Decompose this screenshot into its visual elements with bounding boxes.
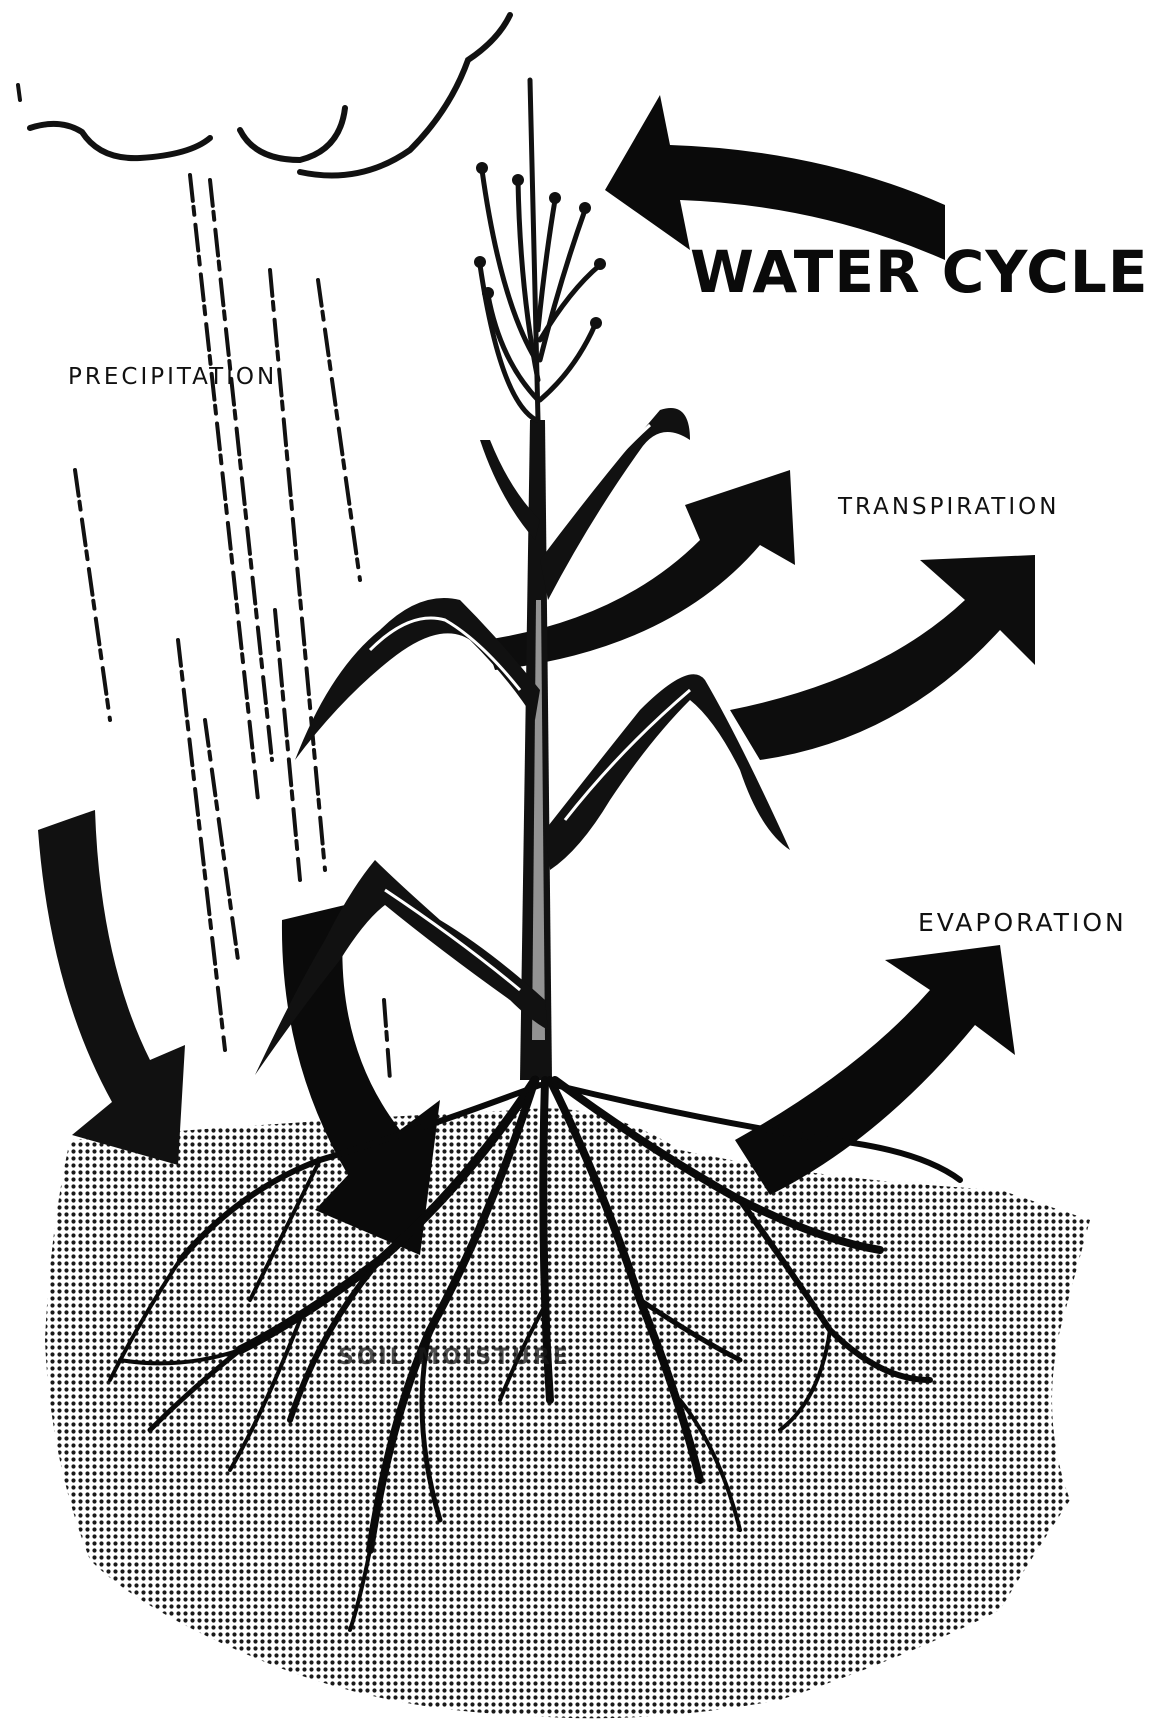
water-cycle-arrow xyxy=(605,95,945,260)
diagram-title: WATER CYCLE xyxy=(690,238,1148,306)
transpiration-arrow-lower xyxy=(730,555,1035,760)
transpiration-label: TRANSPIRATION xyxy=(838,494,1059,520)
evaporation-label: EVAPORATION xyxy=(918,908,1127,937)
evaporation-arrow xyxy=(735,945,1015,1195)
soil-ground xyxy=(45,1108,1090,1718)
cloud xyxy=(18,15,510,176)
precipitation-label: PRECIPITATION xyxy=(68,364,277,390)
soil-moisture-label: SOIL MOISTURE xyxy=(338,1345,571,1370)
precipitation-arrow xyxy=(38,810,185,1165)
